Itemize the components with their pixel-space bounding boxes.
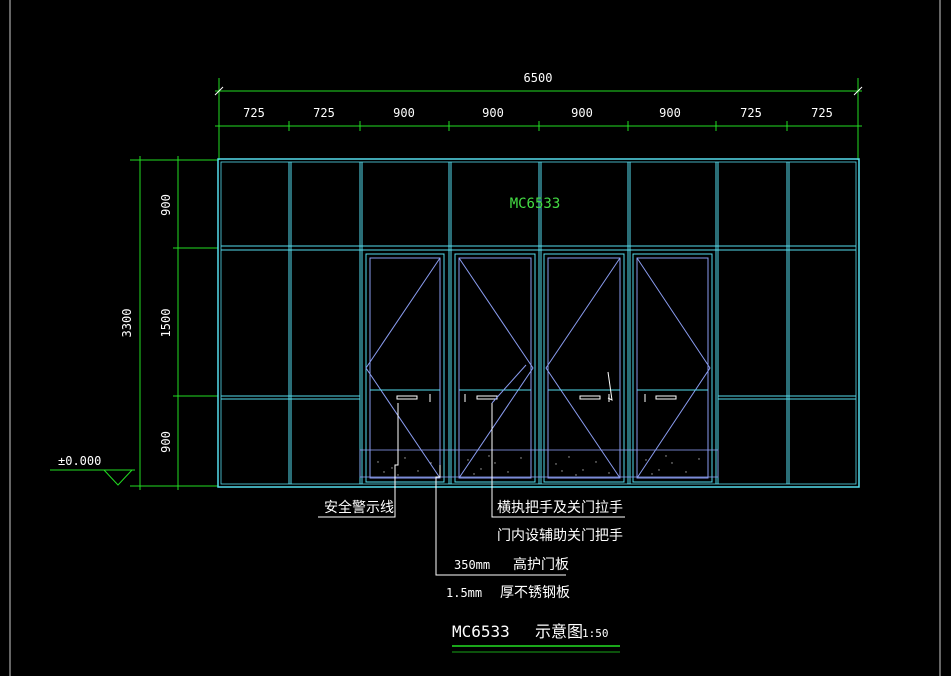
segment-width-6: 900	[659, 106, 681, 120]
title-scale: 1:50	[582, 627, 609, 640]
door-leaves	[365, 253, 713, 483]
note-warning-line: 安全警示线	[324, 499, 394, 516]
note-steel-thickness: 1.5mm	[446, 586, 482, 600]
segment-width-2: 725	[313, 106, 335, 120]
segment-width-8: 725	[811, 106, 833, 120]
segment-width-1: 725	[243, 106, 265, 120]
segment-width-3: 900	[393, 106, 415, 120]
overall-height-label: 3300	[120, 309, 134, 338]
note-steel-label: 厚不锈钢板	[500, 585, 570, 601]
title-code: MC6533	[452, 622, 510, 641]
segment-width-labels: 725 725 900 900 900 900 725 725	[243, 106, 833, 120]
note-handle-2: 门内设辅助关门把手	[497, 528, 623, 544]
elevation-marker	[50, 469, 135, 486]
segment-height-2: 1500	[159, 309, 173, 338]
door-frame	[217, 158, 860, 488]
door-leaf-1	[365, 253, 445, 483]
overall-width-label: 6500	[524, 71, 553, 85]
note-handle-1: 横执把手及关门拉手	[497, 500, 623, 516]
segment-width-5: 900	[571, 106, 593, 120]
segment-width-4: 900	[482, 106, 504, 120]
segment-width-7: 725	[740, 106, 762, 120]
left-dimensions	[130, 156, 218, 490]
elevation-label: ±0.000	[58, 454, 101, 468]
door-leaf-2	[454, 253, 536, 483]
kick-plate-hatch	[377, 455, 700, 476]
segment-height-1: 900	[159, 194, 173, 216]
door-tag: MC6533	[510, 196, 561, 212]
note-kick-plate-label: 高护门板	[513, 556, 569, 573]
note-kick-plate-height: 350mm	[454, 558, 490, 572]
top-dimensions	[214, 78, 863, 160]
segment-height-3: 900	[159, 431, 173, 453]
door-leaf-3	[543, 253, 625, 483]
kick-plates	[359, 449, 719, 478]
door-leaf-4	[632, 253, 713, 483]
title-name: 示意图	[535, 622, 583, 641]
leader-lines	[318, 364, 625, 576]
title-underline	[452, 645, 620, 653]
